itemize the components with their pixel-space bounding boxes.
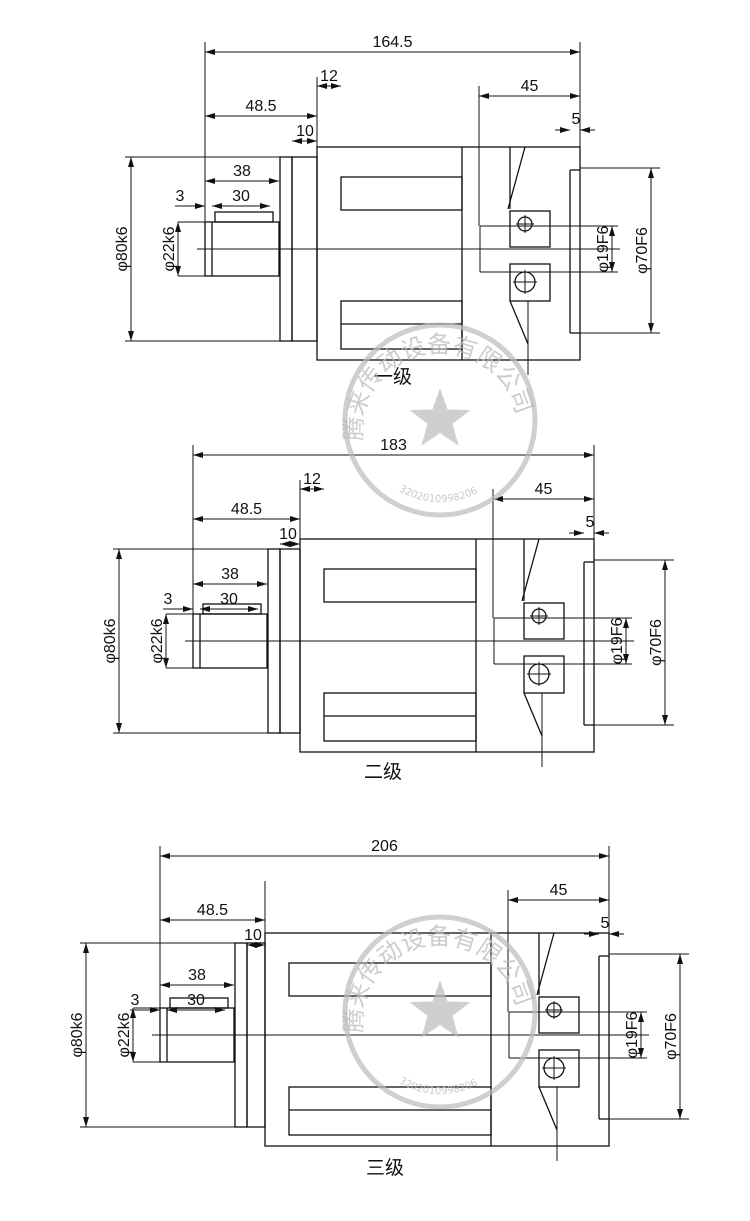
clamp-block-upper [509,210,551,248]
dim-48-5-label: 48.5 [231,501,262,518]
dim-10-label: 10 [244,927,262,944]
gearbox-body [299,538,595,753]
dim-10-label: 10 [296,123,314,140]
dim-30-label: 30 [232,188,250,205]
dim-overall-length-label: 183 [380,437,407,454]
dim-3-label: 3 [176,188,185,205]
dim-12-label: 12 [303,471,321,488]
stage-2-drawing: 183 12 48.5 10 38 30 3 45 5 φ80k6 φ22k6 φ19F6 φ70F6 二… [102,437,674,783]
stamp-number: 3202010998206 [397,1076,479,1098]
stage-2-caption: 二级 [364,761,402,783]
dim-45-label: 45 [535,481,553,498]
dim-phi22-label: φ22k6 [161,226,178,271]
stamp-number-path: 3202010998206 [397,484,479,506]
dim-phi19-label: φ19F6 [595,225,612,272]
star-icon [409,980,471,1038]
dim-phi80-label: φ80k6 [114,226,131,271]
stage-3-drawing: 206 48.5 10 38 30 3 45 5 φ80k6 φ22k6 φ19F6 φ70F6 三级 [69,838,689,1179]
dim-3-label: 3 [164,591,173,608]
stage-1-drawing: 164.5 12 48.5 10 38 30 3 45 5 φ80k6 φ22k6 φ19F6 φ70F… [114,34,660,388]
dim-12-label: 12 [320,68,338,85]
upper-housing-recess [340,176,463,211]
shaft-key [214,211,274,223]
taper-line [536,932,555,996]
dim-38-label: 38 [221,566,239,583]
dim-48-5-label: 48.5 [245,98,276,115]
clamp-block-upper [523,602,565,640]
dim-phi70-label: φ70F6 [648,619,665,666]
dim-phi80-label: φ80k6 [102,618,119,663]
dim-phi70-label: φ70F6 [634,227,651,274]
dim-overall-length-label: 164.5 [372,34,412,51]
dim-38-label: 38 [233,163,251,180]
gearbox-body [316,146,581,361]
clamp-block-lower [509,263,551,302]
stamp-number: 3202010998206 [397,484,479,506]
dim-30-label: 30 [220,591,238,608]
clamp-block-upper [538,996,580,1034]
dim-45-label: 45 [550,882,568,899]
dim-phi19-label: φ19F6 [609,617,626,664]
star-icon [409,388,471,446]
stamp-ring [342,914,538,1110]
dim-phi22-label: φ22k6 [149,618,166,663]
dim-phi80-label: φ80k6 [69,1012,86,1057]
taper-line [521,538,540,602]
stamp-ring [342,322,538,518]
taper-line [523,692,543,737]
upper-housing-recess [323,568,477,603]
clamp-block-lower [523,655,565,694]
stage-3-caption: 三级 [366,1157,404,1179]
dim-phi22-label: φ22k6 [116,1012,133,1057]
taper-line [538,1086,558,1131]
dim-48-5-label: 48.5 [197,902,228,919]
dim-3-label: 3 [131,992,140,1009]
dim-30-label: 30 [187,992,205,1009]
dim-38-label: 38 [188,967,206,984]
dim-5-label: 5 [586,514,595,531]
dim-5-label: 5 [601,915,610,932]
dim-overall-length-label: 206 [371,838,398,855]
stamp-number-path: 3202010998206 [397,1076,479,1098]
dim-10-label: 10 [279,526,297,543]
dim-45-label: 45 [521,78,539,95]
lower-housing-recess [323,692,477,742]
stage-1-caption: 一级 [374,366,412,388]
gearbox-body [264,932,610,1147]
taper-line [509,300,529,345]
dim-5-label: 5 [572,111,581,128]
clamp-block-lower [538,1049,580,1088]
dim-phi19-label: φ19F6 [624,1011,641,1058]
dim-phi70-label: φ70F6 [663,1013,680,1060]
taper-line [507,146,526,210]
